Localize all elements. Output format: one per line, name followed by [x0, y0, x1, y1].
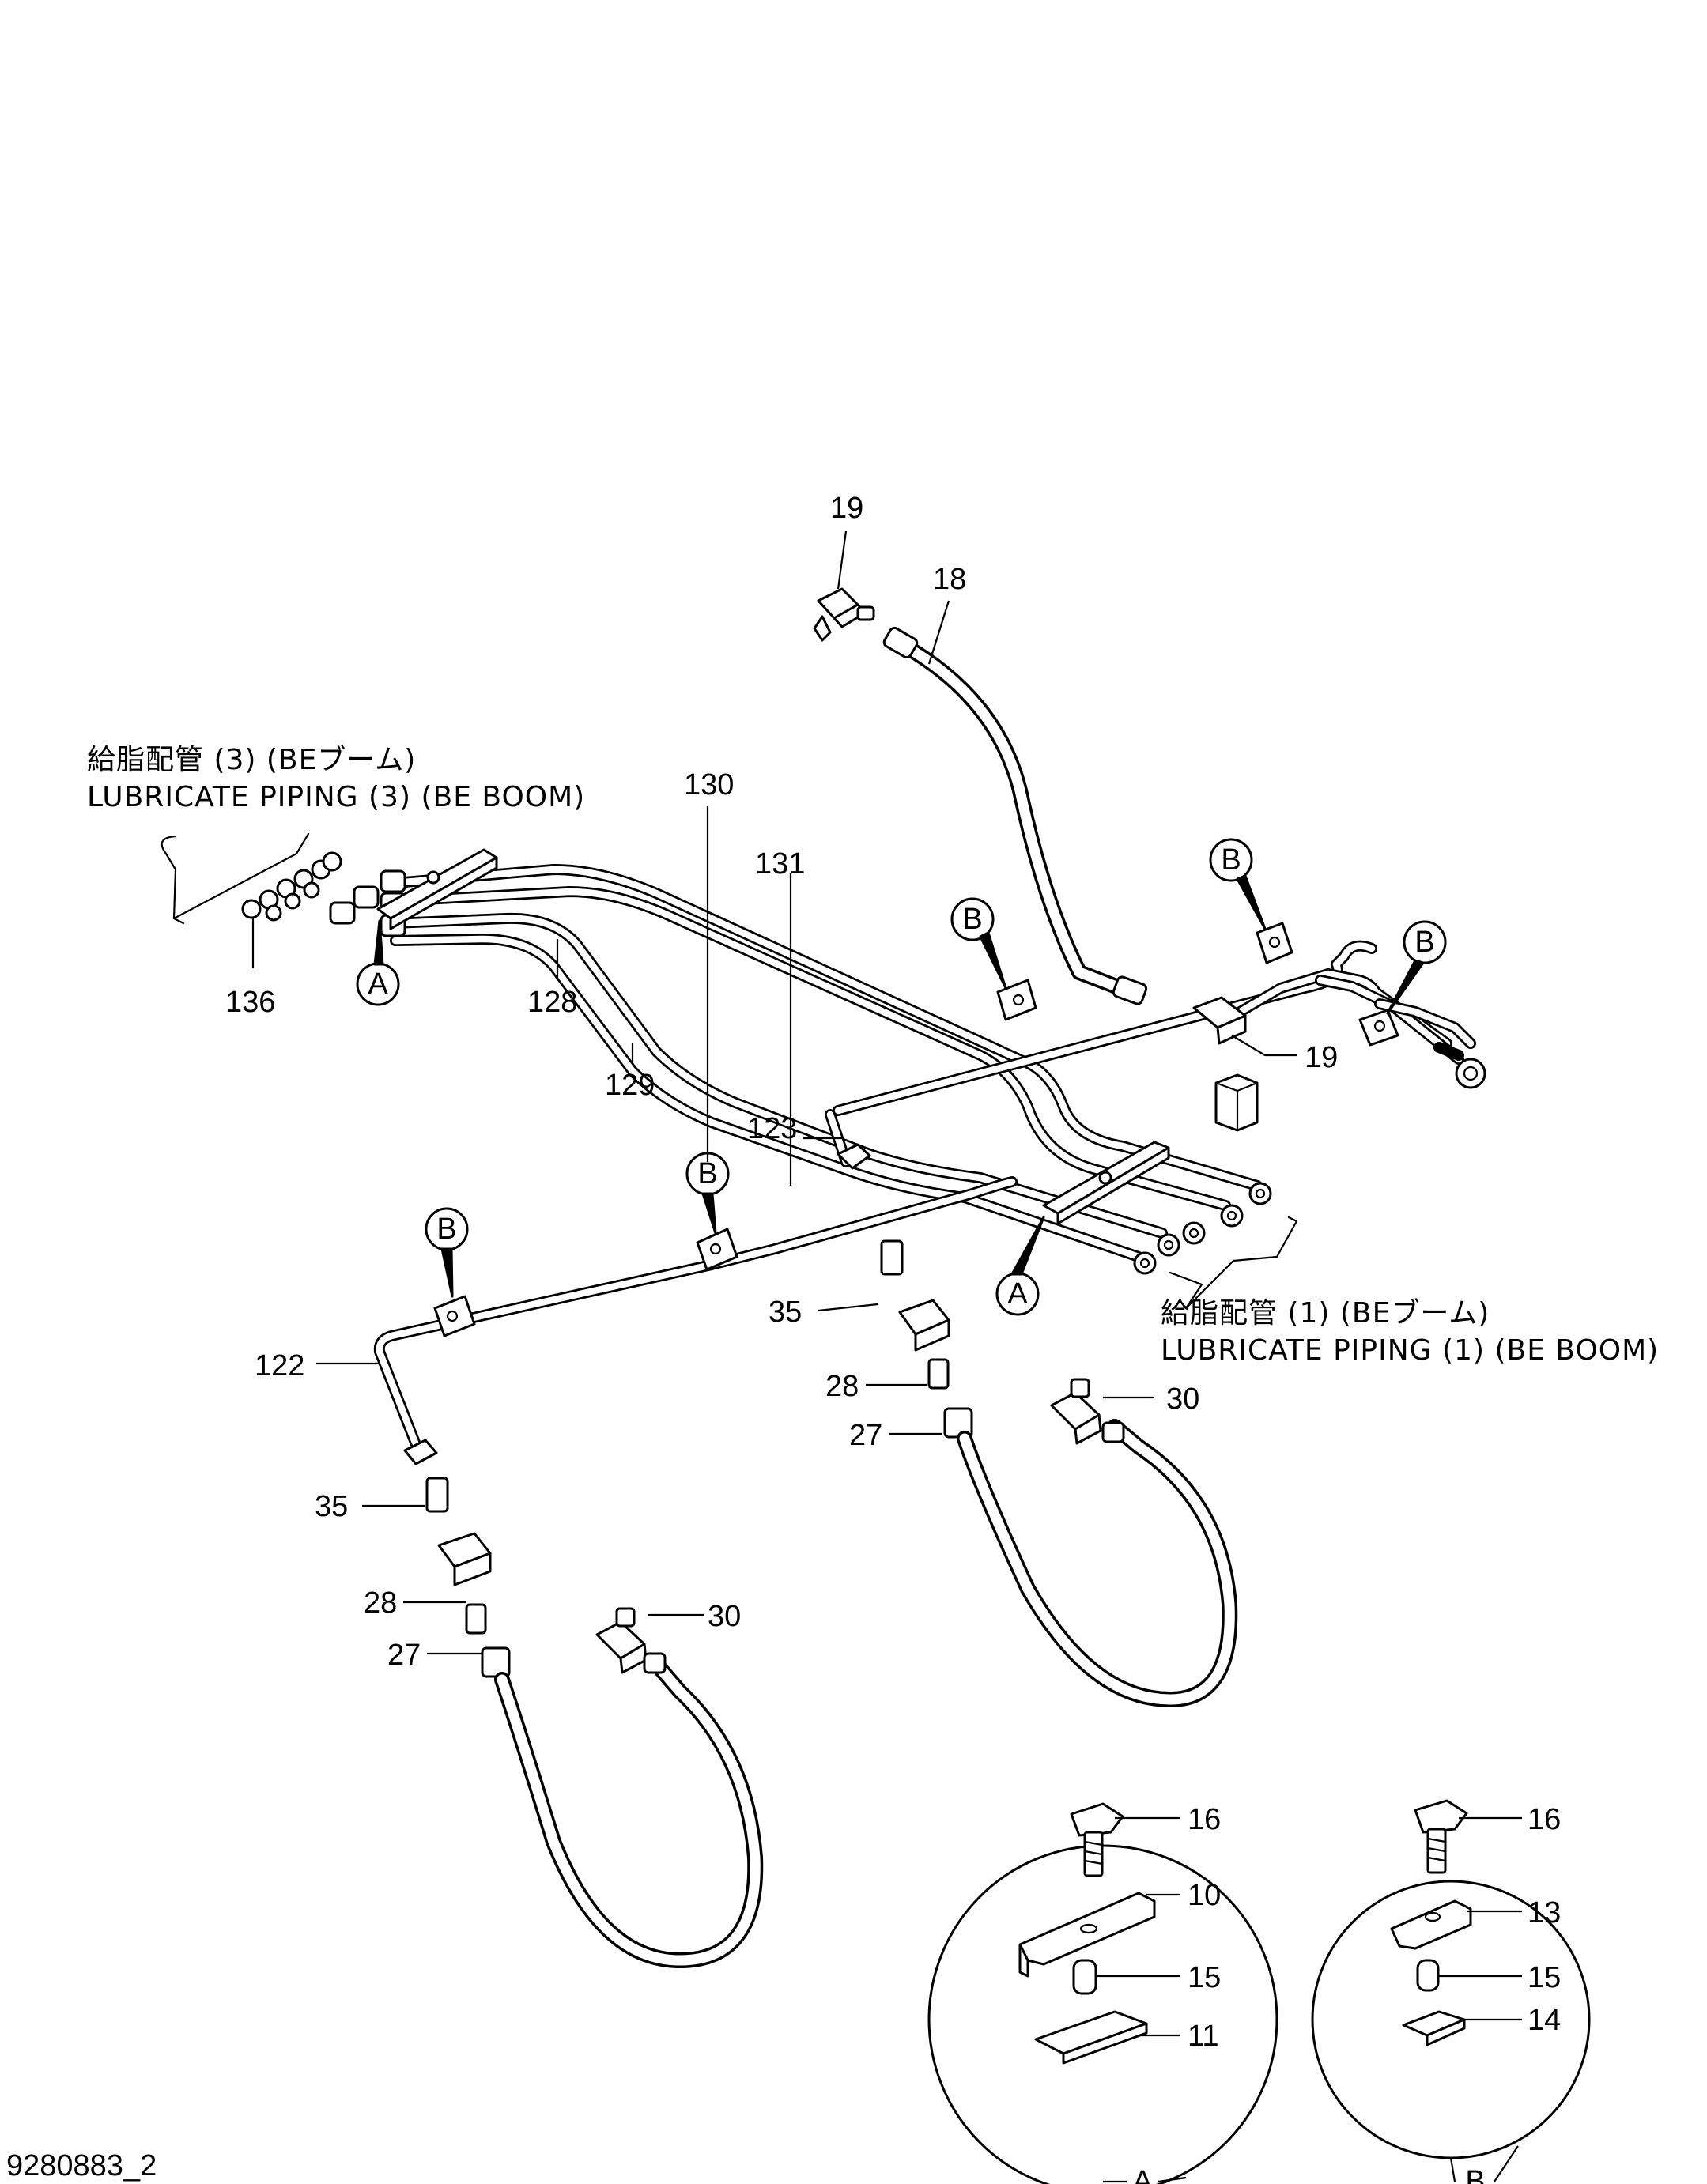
svg-text:129: 129 — [605, 1069, 655, 1102]
bracket-piping-1 — [1169, 1216, 1298, 1310]
detail-label-b: B — [1465, 2165, 1485, 2184]
svg-text:B: B — [436, 1213, 456, 1246]
svg-text:18: 18 — [933, 563, 966, 596]
caption-piping-3-jp: 給脂配管 (3) (BEブーム) — [87, 744, 416, 776]
svg-text:27: 27 — [387, 1639, 421, 1672]
svg-text:16: 16 — [1528, 1803, 1561, 1836]
svg-text:B: B — [1221, 843, 1241, 877]
svg-text:35: 35 — [769, 1296, 802, 1329]
callout-b-mid-top: B — [950, 897, 1007, 990]
svg-text:136: 136 — [225, 986, 275, 1019]
svg-text:10: 10 — [1188, 1879, 1221, 1912]
elbow-19-top — [813, 587, 875, 642]
svg-text:122: 122 — [255, 1349, 304, 1382]
caption-piping-1-jp: 給脂配管 (1) (BEブーム) — [1161, 1297, 1490, 1330]
svg-text:28: 28 — [825, 1370, 859, 1403]
pipe-end-nuts-misc — [403, 1143, 871, 1465]
elbow-30-mid — [1050, 1378, 1125, 1445]
hose-27-mid — [957, 1419, 1238, 1707]
bracket-piping-3 — [161, 832, 310, 925]
pipe-far-right — [1374, 998, 1486, 1089]
svg-text:27: 27 — [849, 1419, 882, 1452]
leader-lines — [251, 530, 1522, 2183]
pipe-end-nuts-right — [1133, 1182, 1272, 1275]
svg-text:B: B — [1414, 926, 1434, 959]
hose-27-left — [494, 1656, 764, 1968]
callout-b-center: B — [685, 1152, 730, 1235]
svg-text:11: 11 — [1188, 2020, 1218, 2053]
svg-text:16: 16 — [1188, 1803, 1221, 1836]
svg-text:35: 35 — [315, 1490, 348, 1523]
svg-text:19: 19 — [830, 492, 863, 525]
caption-piping-1-en: LUBRICATE PIPING (1) (BE BOOM) — [1161, 1334, 1659, 1367]
elbow-30-left — [595, 1607, 667, 1674]
svg-text:15: 15 — [1528, 1961, 1561, 1994]
clamp-right — [1042, 1141, 1170, 1225]
hose-18 — [882, 626, 1148, 1005]
svg-text:123: 123 — [747, 1112, 797, 1145]
elbow-19-right — [1192, 996, 1259, 1132]
clamp-left — [376, 848, 498, 930]
callout-a-center: A — [995, 1216, 1045, 1316]
drawing-number: 9280883_2 — [6, 2149, 157, 2182]
svg-text:A: A — [1007, 1277, 1028, 1311]
callout-b-far-right: B — [1386, 920, 1447, 1015]
svg-text:B: B — [697, 1157, 717, 1190]
callout-b-right-top: B — [1209, 838, 1267, 930]
svg-text:128: 128 — [527, 986, 577, 1019]
detail-a — [927, 1802, 1278, 2184]
svg-text:131: 131 — [755, 847, 805, 881]
svg-text:28: 28 — [364, 1586, 397, 1620]
svg-text:13: 13 — [1528, 1896, 1561, 1929]
callout-b-left: B — [425, 1207, 469, 1298]
middle-fittings — [880, 1239, 973, 1439]
svg-text:15: 15 — [1188, 1961, 1221, 1994]
svg-text:30: 30 — [1166, 1382, 1199, 1416]
caption-piping-3-en: LUBRICATE PIPING (3) (BE BOOM) — [87, 781, 585, 813]
detail-label-a: A — [1132, 2165, 1153, 2184]
svg-text:19: 19 — [1305, 1041, 1338, 1074]
svg-text:14: 14 — [1528, 2004, 1561, 2037]
svg-text:30: 30 — [708, 1600, 741, 1633]
left-fittings — [425, 1477, 511, 1678]
svg-text:A: A — [368, 968, 388, 1001]
part-number-labels: 19 18 130 131 136 128 129 19 123 122 35 … — [225, 492, 1561, 2053]
fittings-136 — [241, 851, 342, 922]
clamps-b — [433, 922, 1399, 1337]
callout-a-left: A — [356, 919, 400, 1006]
svg-text:130: 130 — [684, 768, 734, 802]
svg-text:B: B — [962, 903, 982, 936]
